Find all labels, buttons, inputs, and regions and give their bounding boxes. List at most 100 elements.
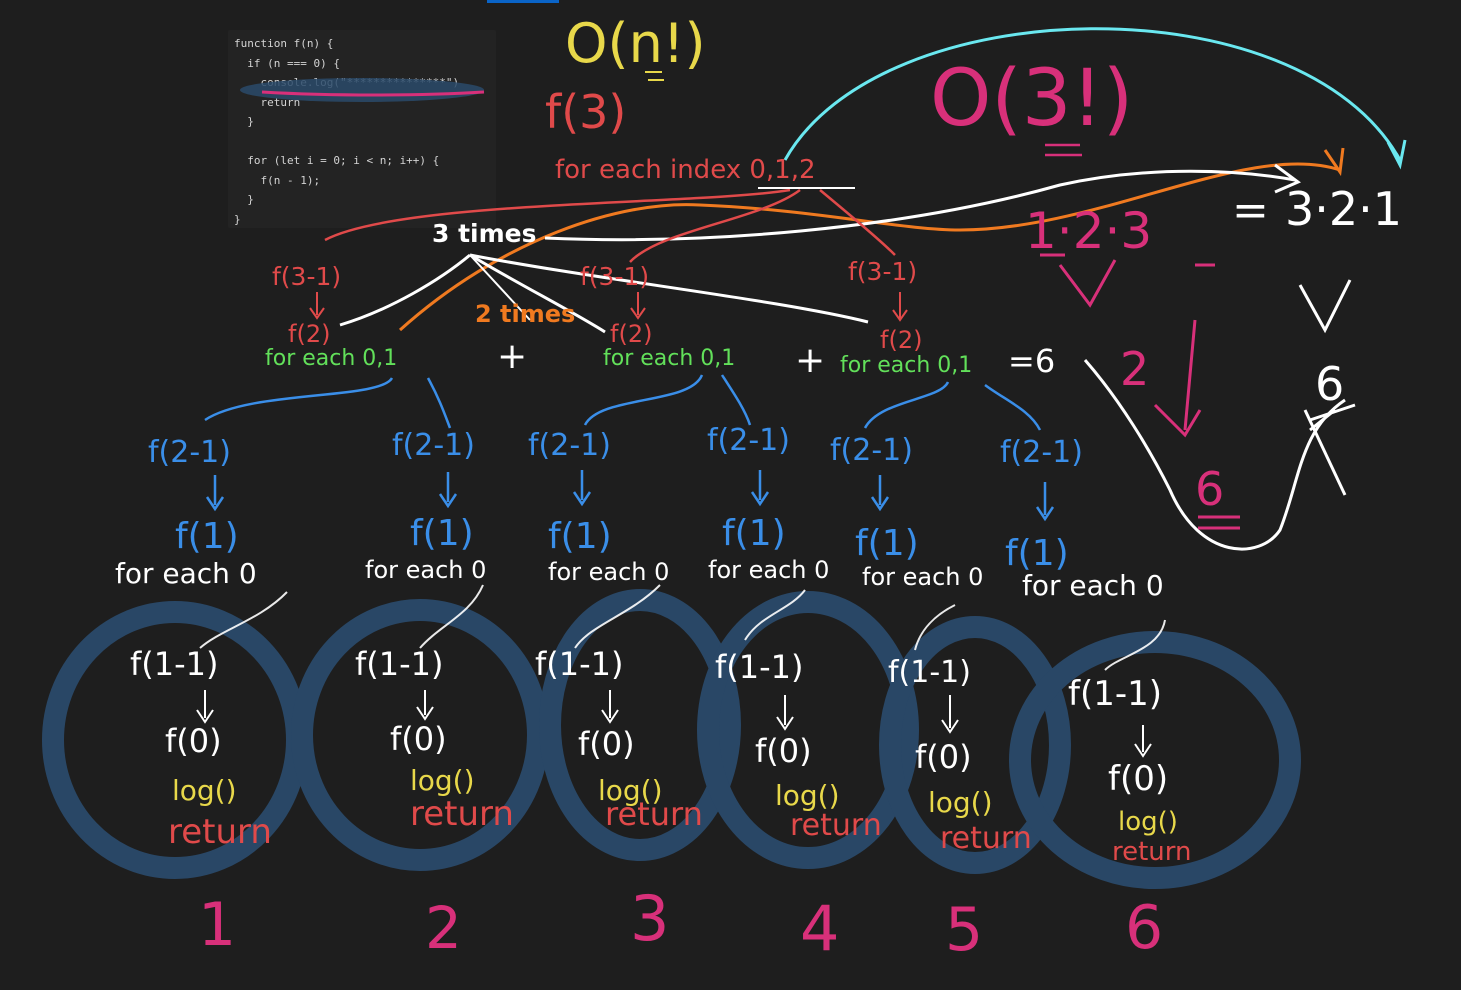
f1-label: f(1) (722, 513, 786, 554)
down-arrow (196, 690, 214, 724)
connector (574, 584, 661, 649)
for-each-index-label: for each index 0,1,2 (555, 155, 816, 185)
blue-branch (204, 377, 394, 422)
branch-mid-label: f(2-1) (528, 428, 611, 463)
circles-group (42, 589, 1301, 889)
f1-label: f(1) (175, 516, 239, 557)
f3-label: f(3) (545, 85, 626, 139)
equals-sign: = (1232, 185, 1269, 236)
plus-sign: + (795, 340, 825, 381)
underline (1198, 515, 1240, 530)
blue-branch (984, 383, 1042, 431)
arrow-head (1323, 147, 1345, 177)
return-label: return (605, 795, 703, 833)
six-pink-label: 6 (1195, 462, 1224, 516)
log-label: log() (172, 774, 237, 807)
pink-arrows (1040, 253, 1240, 530)
f1-label: f(1) (548, 516, 612, 557)
white-curve (1083, 359, 1346, 551)
code-line: if (n === 0) { (234, 56, 340, 70)
for-each-01-label: for each 0,1 (603, 346, 735, 371)
f0-label: f(0) (915, 738, 972, 776)
six-white-label: 6 (1315, 357, 1344, 411)
log-label: log() (1118, 807, 1178, 837)
for-each-0-label: for each 0 (115, 557, 257, 590)
big-o-label: O(n!) (565, 12, 706, 75)
for-each-01-label: for each 0,1 (840, 353, 972, 378)
return-label: return (790, 808, 882, 843)
underline (1040, 253, 1215, 267)
branch-label: f(3-1) (580, 262, 649, 291)
for-each-0-label: for each 0 (365, 556, 486, 584)
red-branch (324, 188, 791, 242)
f2-label: f(2) (880, 326, 922, 354)
arrow-head (1274, 163, 1301, 194)
return-label: return (410, 794, 514, 834)
return-label: return (940, 821, 1032, 856)
log-label: log() (775, 779, 840, 812)
red-branch (629, 188, 801, 263)
branch-low-label: f(1-1) (715, 648, 804, 686)
count-label: 5 (945, 895, 983, 965)
branch-label: f(3-1) (848, 257, 917, 286)
down-arrow (1035, 482, 1055, 522)
down-arrow (892, 292, 908, 322)
code-snippet: function f(n) { if (n === 0) { console.l… (228, 30, 496, 228)
two-label: 2 (1120, 342, 1149, 396)
connector (1104, 619, 1166, 671)
f0-label: f(0) (755, 732, 812, 770)
down-arrow (309, 292, 325, 320)
count-label: 2 (425, 894, 462, 962)
for-each-0-label: for each 0 (548, 558, 669, 586)
white-connectors (199, 584, 1166, 671)
white-arrow (544, 169, 1296, 242)
white-line (469, 253, 606, 334)
branch-label: f(3-1) (272, 262, 341, 291)
white-arrows (196, 690, 1152, 758)
branch-low-label: f(1-1) (130, 645, 219, 683)
code-line: f(n - 1); (234, 173, 321, 187)
factorial-product: 1·2·3 (1025, 202, 1152, 260)
down-arrow (776, 695, 794, 731)
log-label: log() (410, 764, 475, 797)
f0-label: f(0) (578, 725, 635, 763)
branch-mid-label: f(2-1) (392, 428, 475, 463)
down-arrow (870, 475, 890, 512)
arrow (1153, 319, 1202, 438)
plus-sign: + (497, 336, 527, 377)
down-arrow (1134, 725, 1152, 758)
big-o-3-label: O(3!) (930, 54, 1133, 144)
down-arrow (750, 470, 770, 507)
v-arrow (1058, 259, 1117, 308)
f0-label: f(0) (390, 720, 447, 758)
code-line: function f(n) { (234, 37, 334, 50)
connector (914, 604, 956, 651)
f2-label: f(2) (288, 320, 330, 348)
return-label: return (1112, 837, 1192, 867)
code-line: } (234, 115, 254, 128)
count-label: 4 (800, 892, 839, 965)
connector (199, 591, 288, 649)
f2-label: f(2) (610, 320, 652, 348)
arrow-head (1386, 139, 1407, 170)
branch-low-label: f(1-1) (355, 645, 444, 683)
underline (1045, 143, 1082, 157)
branch-mid-label: f(2-1) (707, 423, 790, 458)
stroke (1303, 409, 1347, 496)
for-each-01-label: for each 0,1 (265, 346, 397, 371)
down-arrow (601, 690, 619, 724)
count-label: 3 (630, 882, 669, 955)
underline (645, 71, 664, 81)
log-label: log() (598, 774, 663, 807)
orange-curve (398, 162, 1341, 332)
call-circle (291, 599, 549, 871)
blue-branch (863, 381, 950, 429)
three-times-label: 3 times (432, 219, 537, 248)
down-arrow (941, 695, 959, 734)
call-circle (879, 616, 1071, 874)
connector (419, 584, 484, 649)
blue-branch (720, 374, 752, 426)
red-branch (819, 189, 896, 256)
